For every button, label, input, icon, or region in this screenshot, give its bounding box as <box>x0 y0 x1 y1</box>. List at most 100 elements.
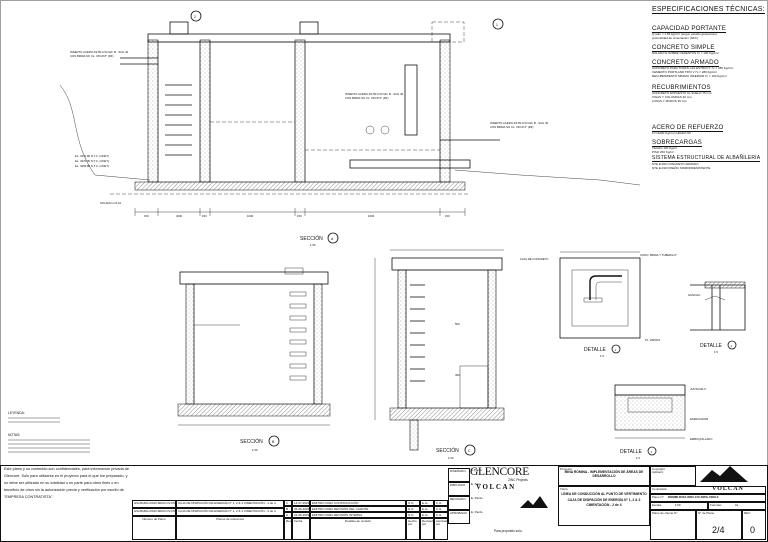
ref-title-1: CAJA DE DISIPACIÓN DE ENERGÍA N° 1, 2 & … <box>176 500 284 508</box>
section-c-base <box>389 407 505 421</box>
section-c-wall-left <box>397 269 407 409</box>
detail-1-num: 1 <box>615 348 617 352</box>
role-approved: APROBADO <box>448 510 470 524</box>
spec-item: profundidad de cimentacion (NFC) <box>652 36 698 40</box>
detail-3-label: DETALLE <box>620 449 643 455</box>
spec-item: CONCRETO EXPUESTO AL SUELO 75 mm <box>652 91 712 95</box>
espaciador-note: ESPACIADOR <box>690 417 708 421</box>
section-b-chamber <box>193 283 315 405</box>
rev-0-date: 14-07-2023 <box>292 500 310 506</box>
rev-header: Rev <box>284 518 292 540</box>
level-note-1: EL. 4370.80 N.T.C. (CDET) <box>75 154 109 158</box>
client-num-cell: Plano de cliente N° <box>650 510 696 540</box>
spec-item: FY=4200 Kg/cm² GRADO 60 <box>652 131 691 135</box>
section-c-dim-1: 450 <box>455 373 460 377</box>
manhole-2 <box>299 21 319 35</box>
section-c-outlet <box>459 365 489 409</box>
chamber-3 <box>304 41 441 183</box>
pipe-note-5: INSERTO ACERO ASTM A 53 GR. B - SCH 40 <box>490 121 549 125</box>
date-header: Fecha <box>292 518 310 540</box>
specifications-panel: ESPECIFICACIONES TÉCNICAS: CAPACIDAD POR… <box>652 4 765 194</box>
rev-0: 0 <box>284 500 292 506</box>
section-b-wall-left <box>185 283 195 405</box>
rev-a-app: C.G. <box>434 512 448 518</box>
spec-item: CONCRETO PARA TODAS LAS ESTRUCT. f'c = 2… <box>652 66 734 70</box>
detail-box <box>431 21 465 43</box>
title-line-2: CAJA DE DISIPACIÓN DE ENERGÍA N° 1, 2 & … <box>567 497 641 502</box>
spec-heading: RECUBRIMIENTOS <box>652 84 711 92</box>
spec-item: RECUBRIMIENTO MINIMO INFERIOR f'c = 100 … <box>652 74 727 78</box>
section-c-letter: C <box>468 449 471 453</box>
project-name: MINA ROMINA - IMPLEMENTACIÓN DE ÁREAS DE… <box>564 470 644 478</box>
section-c-drawing <box>374 249 505 451</box>
rev-0-by: N.O. <box>406 500 420 506</box>
contractor-cell: Contratista <box>650 486 766 494</box>
sheet-cell: N° de Plano: <box>696 510 742 540</box>
plano-label: Plano N° <box>652 495 664 499</box>
format-value: A1 <box>734 503 739 507</box>
wall-left <box>147 39 159 183</box>
dim-3: 150 <box>202 214 207 218</box>
terrain-line <box>59 84 151 181</box>
spec-item: LOSAS Y MUROS 25 mm <box>652 99 687 103</box>
scale-cell: Escala: 1:50 <box>650 502 708 510</box>
pipe-note-2: CON BRIDA SO CL. 150 Ø 8" (RF) <box>70 54 113 58</box>
pl-note: PL. ZAPATA <box>645 338 660 342</box>
section-a-label: SECCIÓN <box>300 235 323 242</box>
legend-title: LEYENDA: <box>8 411 25 415</box>
detail-1-elbow <box>589 275 622 300</box>
section-c-marker <box>464 444 476 456</box>
copyright-label: Copyright <box>652 467 665 471</box>
spec-heading: SOBRECARGAS <box>652 139 702 147</box>
section-b-top-slab <box>179 271 329 285</box>
detail-3-marker <box>647 446 657 456</box>
copyright-cell: Copyright Aplicant: <box>650 466 696 486</box>
detail-2-marker <box>727 340 737 350</box>
rev-0-desc: EMITIDO PARA CONSTRUCCIÓN <box>310 500 406 506</box>
rev-a-chk: E.LL. <box>420 512 434 518</box>
role-designed: DISEÑADO <box>448 468 470 482</box>
rev-0-app: C.G. <box>434 500 448 506</box>
title-line-1: LÍNEA DE CONDUCCIÓN AL PUNTO DE VERTIMIE… <box>561 492 647 497</box>
section-b-letter: B <box>272 440 275 444</box>
ladder-rungs <box>165 84 192 156</box>
role-drawn: DIBUJADO <box>448 482 470 496</box>
terrain-line-right <box>454 169 641 186</box>
gancho-note: GANCHO <box>688 293 701 297</box>
detail-2-scale: 1:5 <box>714 350 718 354</box>
section-c-pile <box>409 419 419 451</box>
glencore-logo: GLENCORE <box>470 466 529 478</box>
plano-num: ROMMI-D010-8000-CIV-DWG-0008-0 <box>667 495 719 499</box>
emboquillado-note: EMBOQUILLADO <box>690 437 713 441</box>
callout-1-marker <box>492 18 504 30</box>
section-b-drawing <box>177 267 331 426</box>
rev-a-date: 22-05-2023 <box>292 512 310 518</box>
spec-item: NTE E.030 DISEÑO SISMORRESISTENTE <box>652 166 711 170</box>
desc-header: Detalles de revisión <box>310 518 406 540</box>
callout-2-label: 2 <box>194 15 196 19</box>
spec-item: SOLADO E SOBRE CIMIENTOS f'c = 100 Kg/cm… <box>652 51 719 55</box>
base-slab <box>134 181 466 191</box>
dim-1: 150 <box>144 214 149 218</box>
rev-label: REV: <box>744 511 751 515</box>
detail-2-num: 2 <box>731 344 733 348</box>
detail-2-label: DETALLE <box>700 343 723 349</box>
scale-label: Escala: <box>652 503 662 507</box>
section-a-marker <box>327 232 339 244</box>
rev-b-app: C.G. <box>434 506 448 512</box>
pipe-note-3: INSERTO ACERO ASTM A 53 GR. B - SCH 40 <box>345 92 404 96</box>
wall-inner-2 <box>294 39 306 183</box>
sheet-label: N° de Plano: <box>698 511 715 515</box>
detail-3-num: 3 <box>651 450 653 454</box>
detail-1-scale: 1:5 <box>600 354 604 358</box>
rev-number: 0 <box>750 525 756 535</box>
format-cell: Formato: A1 <box>708 502 766 510</box>
section-c-steps <box>410 284 425 382</box>
volcan-logo-text: VOLCAN <box>476 483 516 491</box>
rev-b-chk: E.LL. <box>420 506 434 512</box>
level-note-3: EL. 4369.80 N.T.C. (CDET) <box>75 164 109 168</box>
valve-icon <box>380 125 390 135</box>
notes-title: NOTAS: <box>8 433 20 437</box>
